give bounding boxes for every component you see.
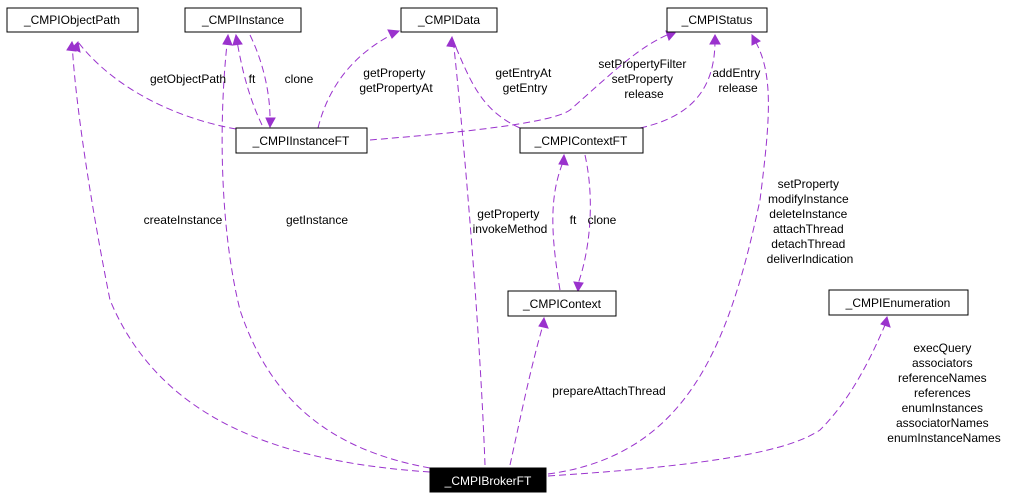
edge-instanceft-instance-ft <box>235 34 263 126</box>
node-label: _CMPIObjectPath <box>23 13 120 27</box>
edge-contextft-status <box>639 39 716 129</box>
arrow-context-1 <box>573 281 584 293</box>
arrow-status-3 <box>751 34 761 46</box>
node-cmpi-instance[interactable]: _CMPIInstance <box>184 7 302 33</box>
edge-broker-context <box>509 324 544 466</box>
node-label: _CMPIStatus <box>681 13 753 27</box>
node-cmpi-instanceft[interactable]: _CMPIInstanceFT <box>235 127 368 154</box>
edge-instanceft-objectpath <box>77 41 237 130</box>
edge-broker-enumeration <box>547 324 886 477</box>
edge-instanceft-status <box>369 32 673 141</box>
arrow-contextft-1 <box>558 153 569 166</box>
node-cmpi-brokerft[interactable]: _CMPIBrokerFT <box>429 467 547 493</box>
edge-label-broker-enumeration: execQuery associators referenceNames ref… <box>887 341 1000 445</box>
arrow-instance-1 <box>232 33 243 46</box>
node-cmpi-contextft[interactable]: _CMPIContextFT <box>519 127 644 154</box>
edge-broker-data <box>452 37 486 466</box>
edge-label-createinstance: createInstance <box>144 213 223 227</box>
arrow-instanceft-1 <box>265 117 276 129</box>
edge-label-addentry-status: addEntry release <box>712 66 763 95</box>
arrowheads <box>66 29 891 329</box>
edges <box>71 31 886 477</box>
edge-label-setproperty-status: setPropertyFilter setProperty release <box>598 57 689 101</box>
edge-label-getproperty-broker: getProperty invokeMethod <box>473 207 548 236</box>
node-cmpi-data[interactable]: _CMPIData <box>400 7 498 33</box>
edge-contextft-data <box>451 37 521 129</box>
edge-label-getproperty-data: getProperty getPropertyAt <box>359 66 433 95</box>
node-label: _CMPIData <box>417 13 480 27</box>
edge-label-getentry-data: getEntryAt getEntry <box>495 66 554 95</box>
edge-label-ft-instance: ft <box>249 72 256 86</box>
node-label: _CMPIEnumeration <box>845 296 951 310</box>
edge-labels: getObjectPath ft clone getProperty getPr… <box>144 57 1001 445</box>
arrow-instance-2 <box>222 33 233 46</box>
edge-label-prepareattachthread: prepareAttachThread <box>552 384 665 398</box>
edge-label-ft-context: ft <box>570 213 577 227</box>
node-label: _CMPIContextFT <box>534 134 628 148</box>
edge-label-clone-instance: clone <box>285 72 314 86</box>
edge-label-broker-status: setProperty modifyInstance deleteInstanc… <box>767 177 854 266</box>
edge-broker-status <box>547 35 769 475</box>
edge-instanceft-data <box>317 31 398 129</box>
arrow-objectpath-2 <box>66 40 77 52</box>
node-label: _CMPIContext <box>522 297 602 311</box>
arrow-enumeration-1 <box>880 315 891 328</box>
node-label: _CMPIBrokerFT <box>444 474 532 488</box>
edge-contextft-context-clone <box>577 154 591 285</box>
arrow-context-2 <box>538 316 549 329</box>
edge-broker-objectpath <box>71 41 431 473</box>
edge-label-clone-context: clone <box>588 213 617 227</box>
node-cmpi-enumeration[interactable]: _CMPIEnumeration <box>828 289 969 316</box>
node-label: _CMPIInstanceFT <box>252 134 350 148</box>
edge-instance-instanceft-clone <box>249 34 271 119</box>
edge-broker-instance <box>221 34 431 469</box>
nodes: _CMPIObjectPath _CMPIInstance _CMPIData … <box>6 7 969 493</box>
edge-label-getobjectpath: getObjectPath <box>150 72 226 86</box>
arrow-data-2 <box>446 35 457 48</box>
arrow-data-1 <box>387 29 401 39</box>
arrow-status-2 <box>709 33 721 45</box>
node-cmpi-context[interactable]: _CMPIContext <box>507 290 617 317</box>
node-cmpi-status[interactable]: _CMPIStatus <box>666 7 768 33</box>
edge-label-getinstance: getInstance <box>286 213 348 227</box>
node-cmpi-objectpath[interactable]: _CMPIObjectPath <box>6 7 139 33</box>
node-label: _CMPIInstance <box>201 13 284 27</box>
edge-context-contextft-ft <box>552 161 564 291</box>
